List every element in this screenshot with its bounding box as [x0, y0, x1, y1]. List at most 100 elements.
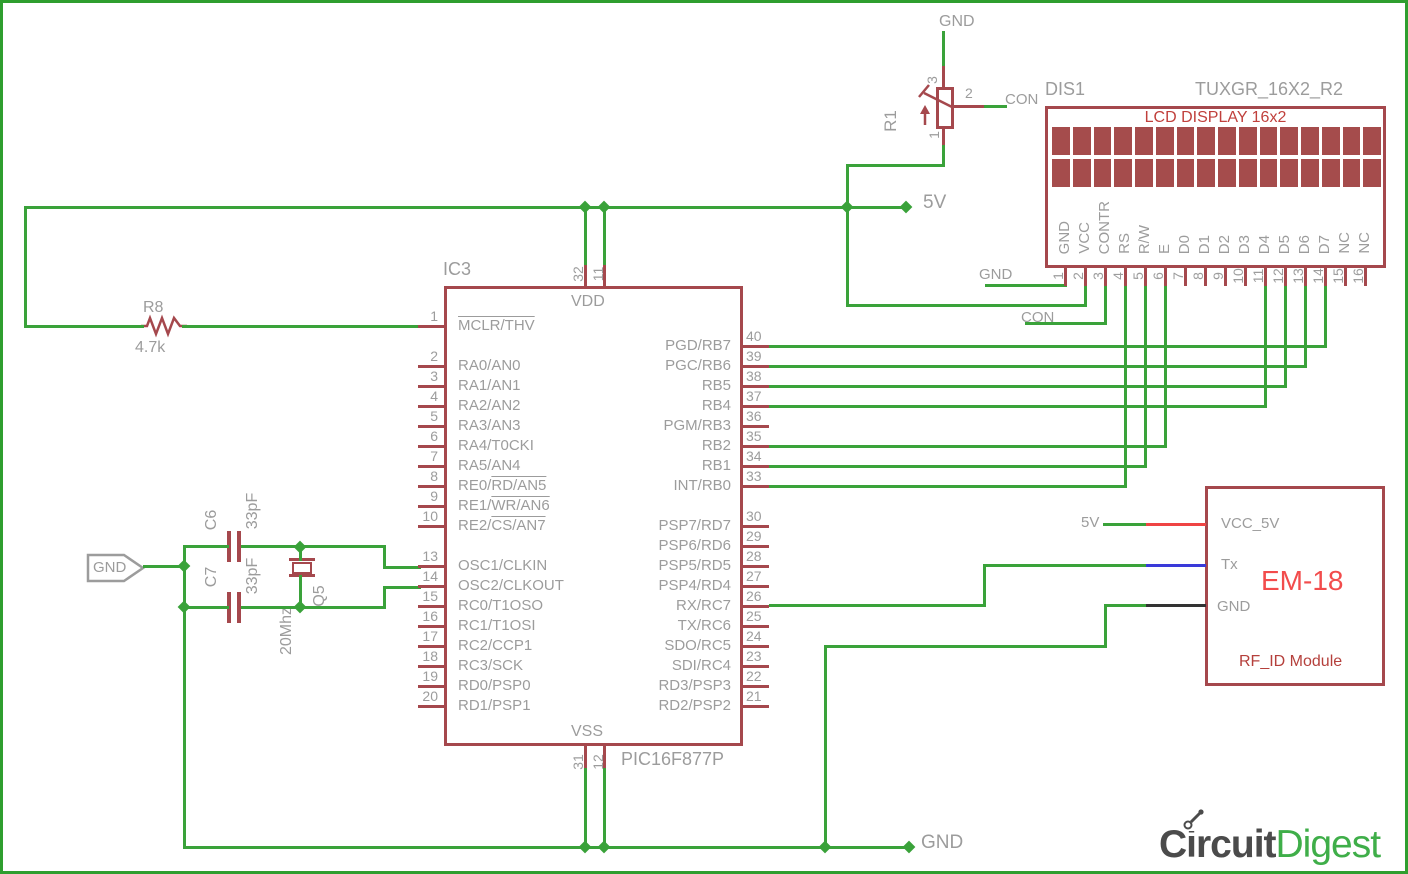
lcd-cell [1218, 159, 1236, 187]
lcd-cell [1093, 159, 1112, 187]
r1-pin1-stub [942, 127, 945, 145]
c7-ref: C7 [203, 566, 220, 588]
ic-pin-number: 38 [746, 368, 762, 384]
ic-pin-label: RD0/PSP0 [458, 677, 531, 694]
ic-pin-label: RA4/T0CKI [458, 437, 534, 454]
r1-gnd-net-label: GND [939, 13, 975, 30]
lcd-pin-name: GND [1056, 220, 1073, 254]
lcd-cell [1135, 159, 1153, 187]
ic-pin-label: RA0/AN0 [458, 357, 521, 374]
lcd-pin-stub [1124, 267, 1127, 286]
net-wire [24, 325, 144, 328]
ic-left-pin-stub [418, 645, 444, 648]
ic-pin-number: 4 [430, 388, 438, 404]
lcd-pin-number: 2 [1070, 272, 1086, 280]
r1-pin2-num: 2 [965, 85, 973, 101]
ic-right-pin-stub [743, 525, 769, 528]
lcd-pin-name: D0 [1176, 234, 1193, 254]
ic-pin-number: 6 [430, 428, 438, 444]
ic-pin-number: 37 [746, 388, 762, 404]
net-wire [1104, 605, 1107, 647]
ic-right-pin-stub [743, 605, 769, 608]
r1-pin1-num: 1 [926, 131, 942, 139]
lcd-pin-number: 15 [1330, 268, 1346, 284]
ic-right-pin-stub [743, 625, 769, 628]
lcd-pin-number: 7 [1170, 272, 1186, 280]
ic-vdd-stub [603, 265, 606, 287]
gnd-arrow-label: GND [93, 559, 127, 576]
ic-pin-label: RC0/T1OSO [458, 597, 544, 614]
lcd-pin-name: D3 [1236, 234, 1253, 254]
r1-con-net-label: CON [1005, 91, 1039, 108]
net-wire [182, 325, 419, 328]
lcd-pin-number: 1 [1050, 272, 1066, 280]
net-wire [603, 206, 606, 266]
q5-crystal-body [292, 562, 312, 574]
ic-pin-number: 20 [422, 688, 438, 704]
em18-gnd-wire [1146, 604, 1206, 607]
lcd-pin-stub [1104, 267, 1107, 286]
net-wire [383, 586, 421, 589]
net-wire [183, 606, 229, 609]
lcd-pin-name: E [1156, 243, 1173, 254]
ic-pin-label: RA2/AN2 [458, 397, 521, 414]
c7-plate [227, 592, 231, 623]
net-wire [942, 31, 945, 67]
circuitdigest-logo: CircuitDigest [1159, 823, 1381, 867]
wire-junction [177, 559, 191, 573]
ic-pin-number: 17 [422, 628, 438, 644]
lcd-pin-number: 5 [1130, 272, 1146, 280]
net-wire [983, 105, 1007, 108]
ic-vss-stub [603, 745, 606, 768]
ic-right-pin-stub [743, 705, 769, 708]
lcd-pin-name: D5 [1276, 234, 1293, 254]
ic-left-pin-stub [418, 685, 444, 688]
em18-tx-wire [1146, 564, 1206, 567]
q5-ref: Q5 [311, 585, 328, 607]
ic-right-pin-stub [743, 445, 769, 448]
ic-pin-label: INT/RB0 [673, 477, 731, 494]
net-wire [183, 846, 910, 849]
ic-pin-label: PSP5/RD5 [658, 557, 731, 574]
lcd-pin-number: 3 [1090, 272, 1106, 280]
r1-ref: R1 [881, 110, 900, 132]
lcd-cell [1280, 127, 1298, 155]
net-wire [769, 604, 986, 607]
ic-left-pin-stub [418, 325, 444, 328]
ic-pin-number: 26 [746, 588, 762, 604]
ic-pin-label: OSC2/CLKOUT [458, 577, 564, 594]
ic-right-pin-stub [743, 345, 769, 348]
lcd-pin-number: 8 [1190, 272, 1206, 280]
net-wire [584, 767, 587, 847]
lcd-pin-name: CONTR [1096, 200, 1113, 254]
ic-right-pin-stub [743, 405, 769, 408]
ic-right-pin-stub [743, 645, 769, 648]
ic-pin-label: RE1/WR/AN6 [458, 497, 550, 514]
net-wire [985, 284, 1067, 287]
net-wire [24, 206, 27, 328]
ic-pin-number: 19 [422, 668, 438, 684]
ic-pin-label: RC3/SCK [458, 657, 524, 674]
lcd-pin-number: 12 [1270, 268, 1286, 284]
net-wire [1104, 286, 1107, 325]
ic-left-pin-stub [418, 425, 444, 428]
ic-pin-number: 1 [430, 308, 438, 324]
lcd-pin-stub [1064, 267, 1067, 286]
em18-pin-tx: Tx [1221, 556, 1238, 573]
ic-pin-label: RD1/PSP1 [458, 697, 531, 714]
lcd-pin-number: 10 [1230, 268, 1246, 284]
c7-plate [237, 592, 241, 623]
lcd-pin-stub [1284, 267, 1287, 286]
net-wire [824, 645, 1107, 648]
lcd-cell [1135, 127, 1153, 155]
lcd-pin-stub [1184, 267, 1187, 286]
ic-left-pin-stub [418, 445, 444, 448]
ic-pin-number: 36 [746, 408, 762, 424]
lcd-cell [1342, 127, 1361, 155]
ic-left-pin-stub [418, 605, 444, 608]
lcd-pin-name: NC [1356, 232, 1373, 254]
ic-pin-label: SDO/RC5 [664, 637, 731, 654]
wire-junction [293, 540, 307, 554]
ic-left-pin-stub [418, 625, 444, 628]
ic-left-pin-stub [418, 465, 444, 468]
